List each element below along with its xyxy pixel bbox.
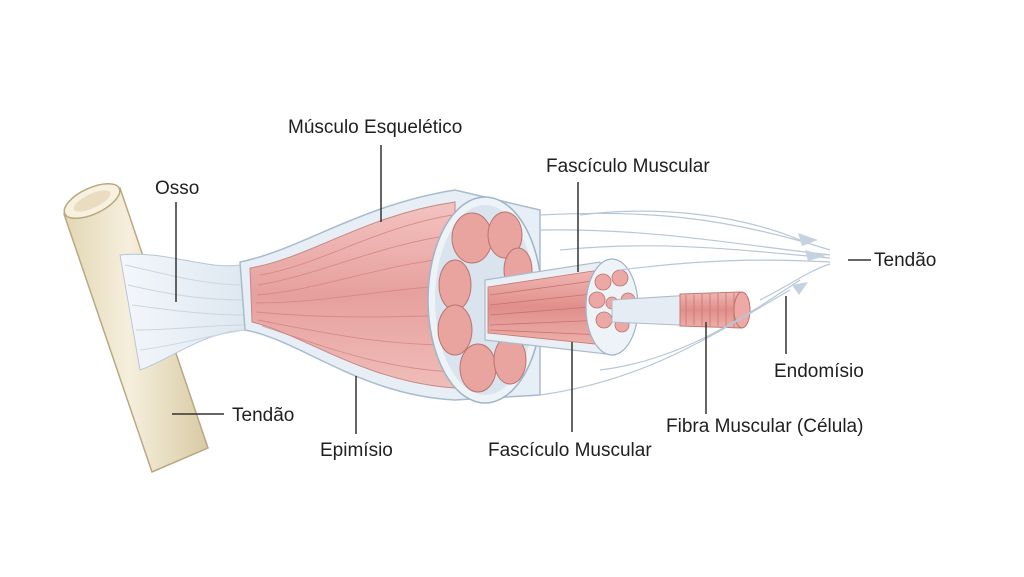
label-tendao-left: Tendão bbox=[232, 405, 294, 426]
label-musculo-esqueletico: Músculo Esquelético bbox=[288, 117, 462, 138]
label-epimisio: Epimísio bbox=[320, 440, 393, 461]
fascicle bbox=[484, 258, 639, 356]
muscle-fiber bbox=[611, 291, 751, 329]
tendon-right bbox=[539, 210, 831, 396]
label-osso: Osso bbox=[155, 178, 199, 199]
tendon-left bbox=[119, 253, 251, 371]
leader-lines bbox=[172, 145, 871, 434]
label-fasciculo-muscular-top: Fascículo Muscular bbox=[546, 156, 710, 177]
label-tendao-right: Tendão bbox=[874, 250, 936, 271]
label-fasciculo-muscular-bottom: Fascículo Muscular bbox=[488, 440, 652, 461]
label-endomisio: Endomísio bbox=[774, 361, 864, 382]
tendon-arrowheads bbox=[792, 233, 826, 295]
label-fibra-muscular: Fibra Muscular (Célula) bbox=[666, 416, 863, 437]
